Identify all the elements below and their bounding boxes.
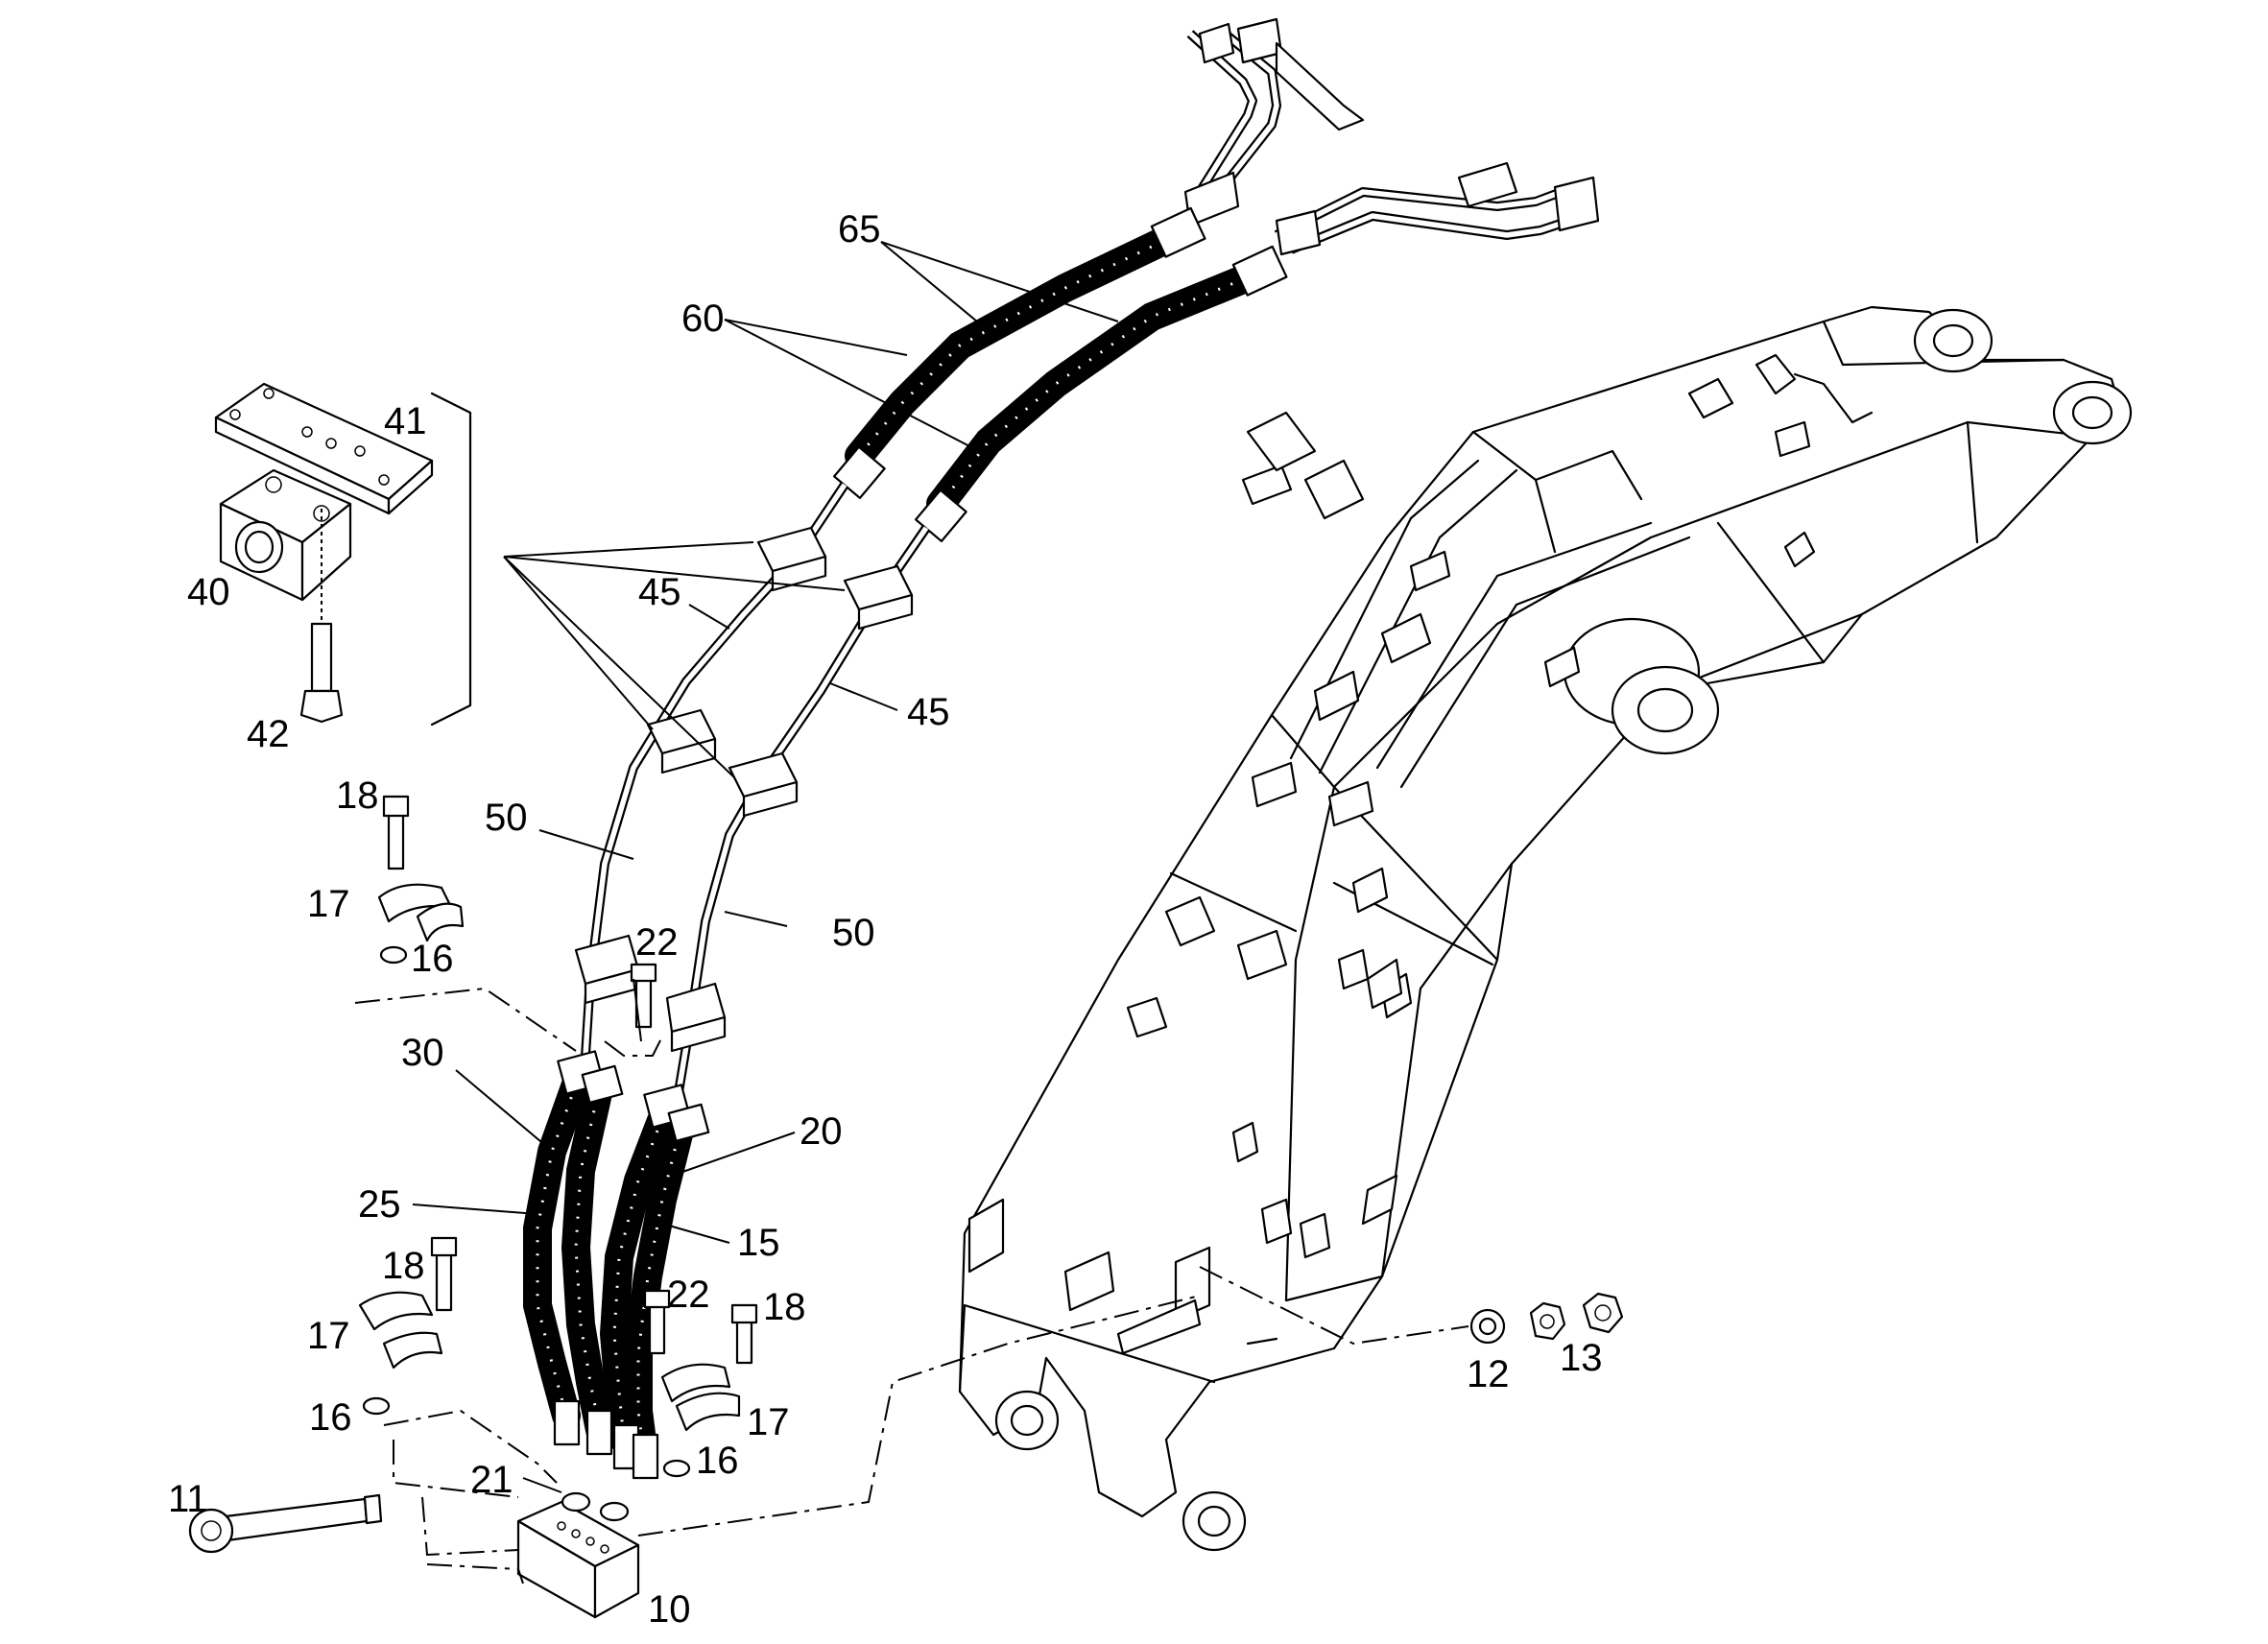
manifold-block <box>516 1491 640 1619</box>
callout-42: 42 <box>247 713 290 755</box>
callout-13: 13 <box>1560 1337 1603 1379</box>
callout-20: 20 <box>800 1110 843 1153</box>
callout-16-lower-left: 16 <box>309 1396 352 1439</box>
washer-and-nuts <box>1469 1292 1624 1345</box>
callout-labels: 65 60 41 40 42 45 45 50 50 18 17 16 22 3… <box>168 208 1603 1631</box>
callout-22-lower: 22 <box>667 1274 710 1316</box>
callout-25: 25 <box>358 1183 401 1226</box>
hydraulic-lines <box>523 17 1600 1480</box>
callout-16-lower-right: 16 <box>696 1440 739 1482</box>
flange-fittings <box>358 795 758 1478</box>
callout-11: 11 <box>168 1478 208 1520</box>
callout-50-right: 50 <box>832 912 875 954</box>
callout-17-lower-left: 17 <box>307 1315 350 1357</box>
callout-18-upper: 18 <box>336 774 379 817</box>
callout-21: 21 <box>470 1459 513 1501</box>
boom-assembly <box>958 305 2133 1552</box>
callout-65: 65 <box>838 208 881 250</box>
long-bolt <box>188 1493 383 1554</box>
callout-16-upper: 16 <box>411 938 454 980</box>
callout-30: 30 <box>401 1032 444 1074</box>
callout-18-lower-right: 18 <box>763 1286 806 1328</box>
callout-50-left: 50 <box>485 797 528 839</box>
callout-15: 15 <box>737 1222 780 1264</box>
callout-45-lower: 45 <box>907 691 950 733</box>
callout-10: 10 <box>648 1588 691 1631</box>
callout-leaders <box>412 241 1119 1493</box>
callout-41: 41 <box>384 400 427 442</box>
callout-18-lower-left: 18 <box>382 1245 425 1287</box>
callout-60: 60 <box>681 298 725 340</box>
callout-17-upper: 17 <box>307 883 350 925</box>
callout-22-upper: 22 <box>635 921 679 964</box>
assembly-centerlines <box>354 987 1469 1584</box>
callout-12: 12 <box>1467 1353 1510 1395</box>
callout-17-lower-right: 17 <box>747 1401 790 1443</box>
callout-40: 40 <box>187 571 230 613</box>
clamp-block-assembly <box>214 382 472 727</box>
callout-45-upper: 45 <box>638 571 681 613</box>
